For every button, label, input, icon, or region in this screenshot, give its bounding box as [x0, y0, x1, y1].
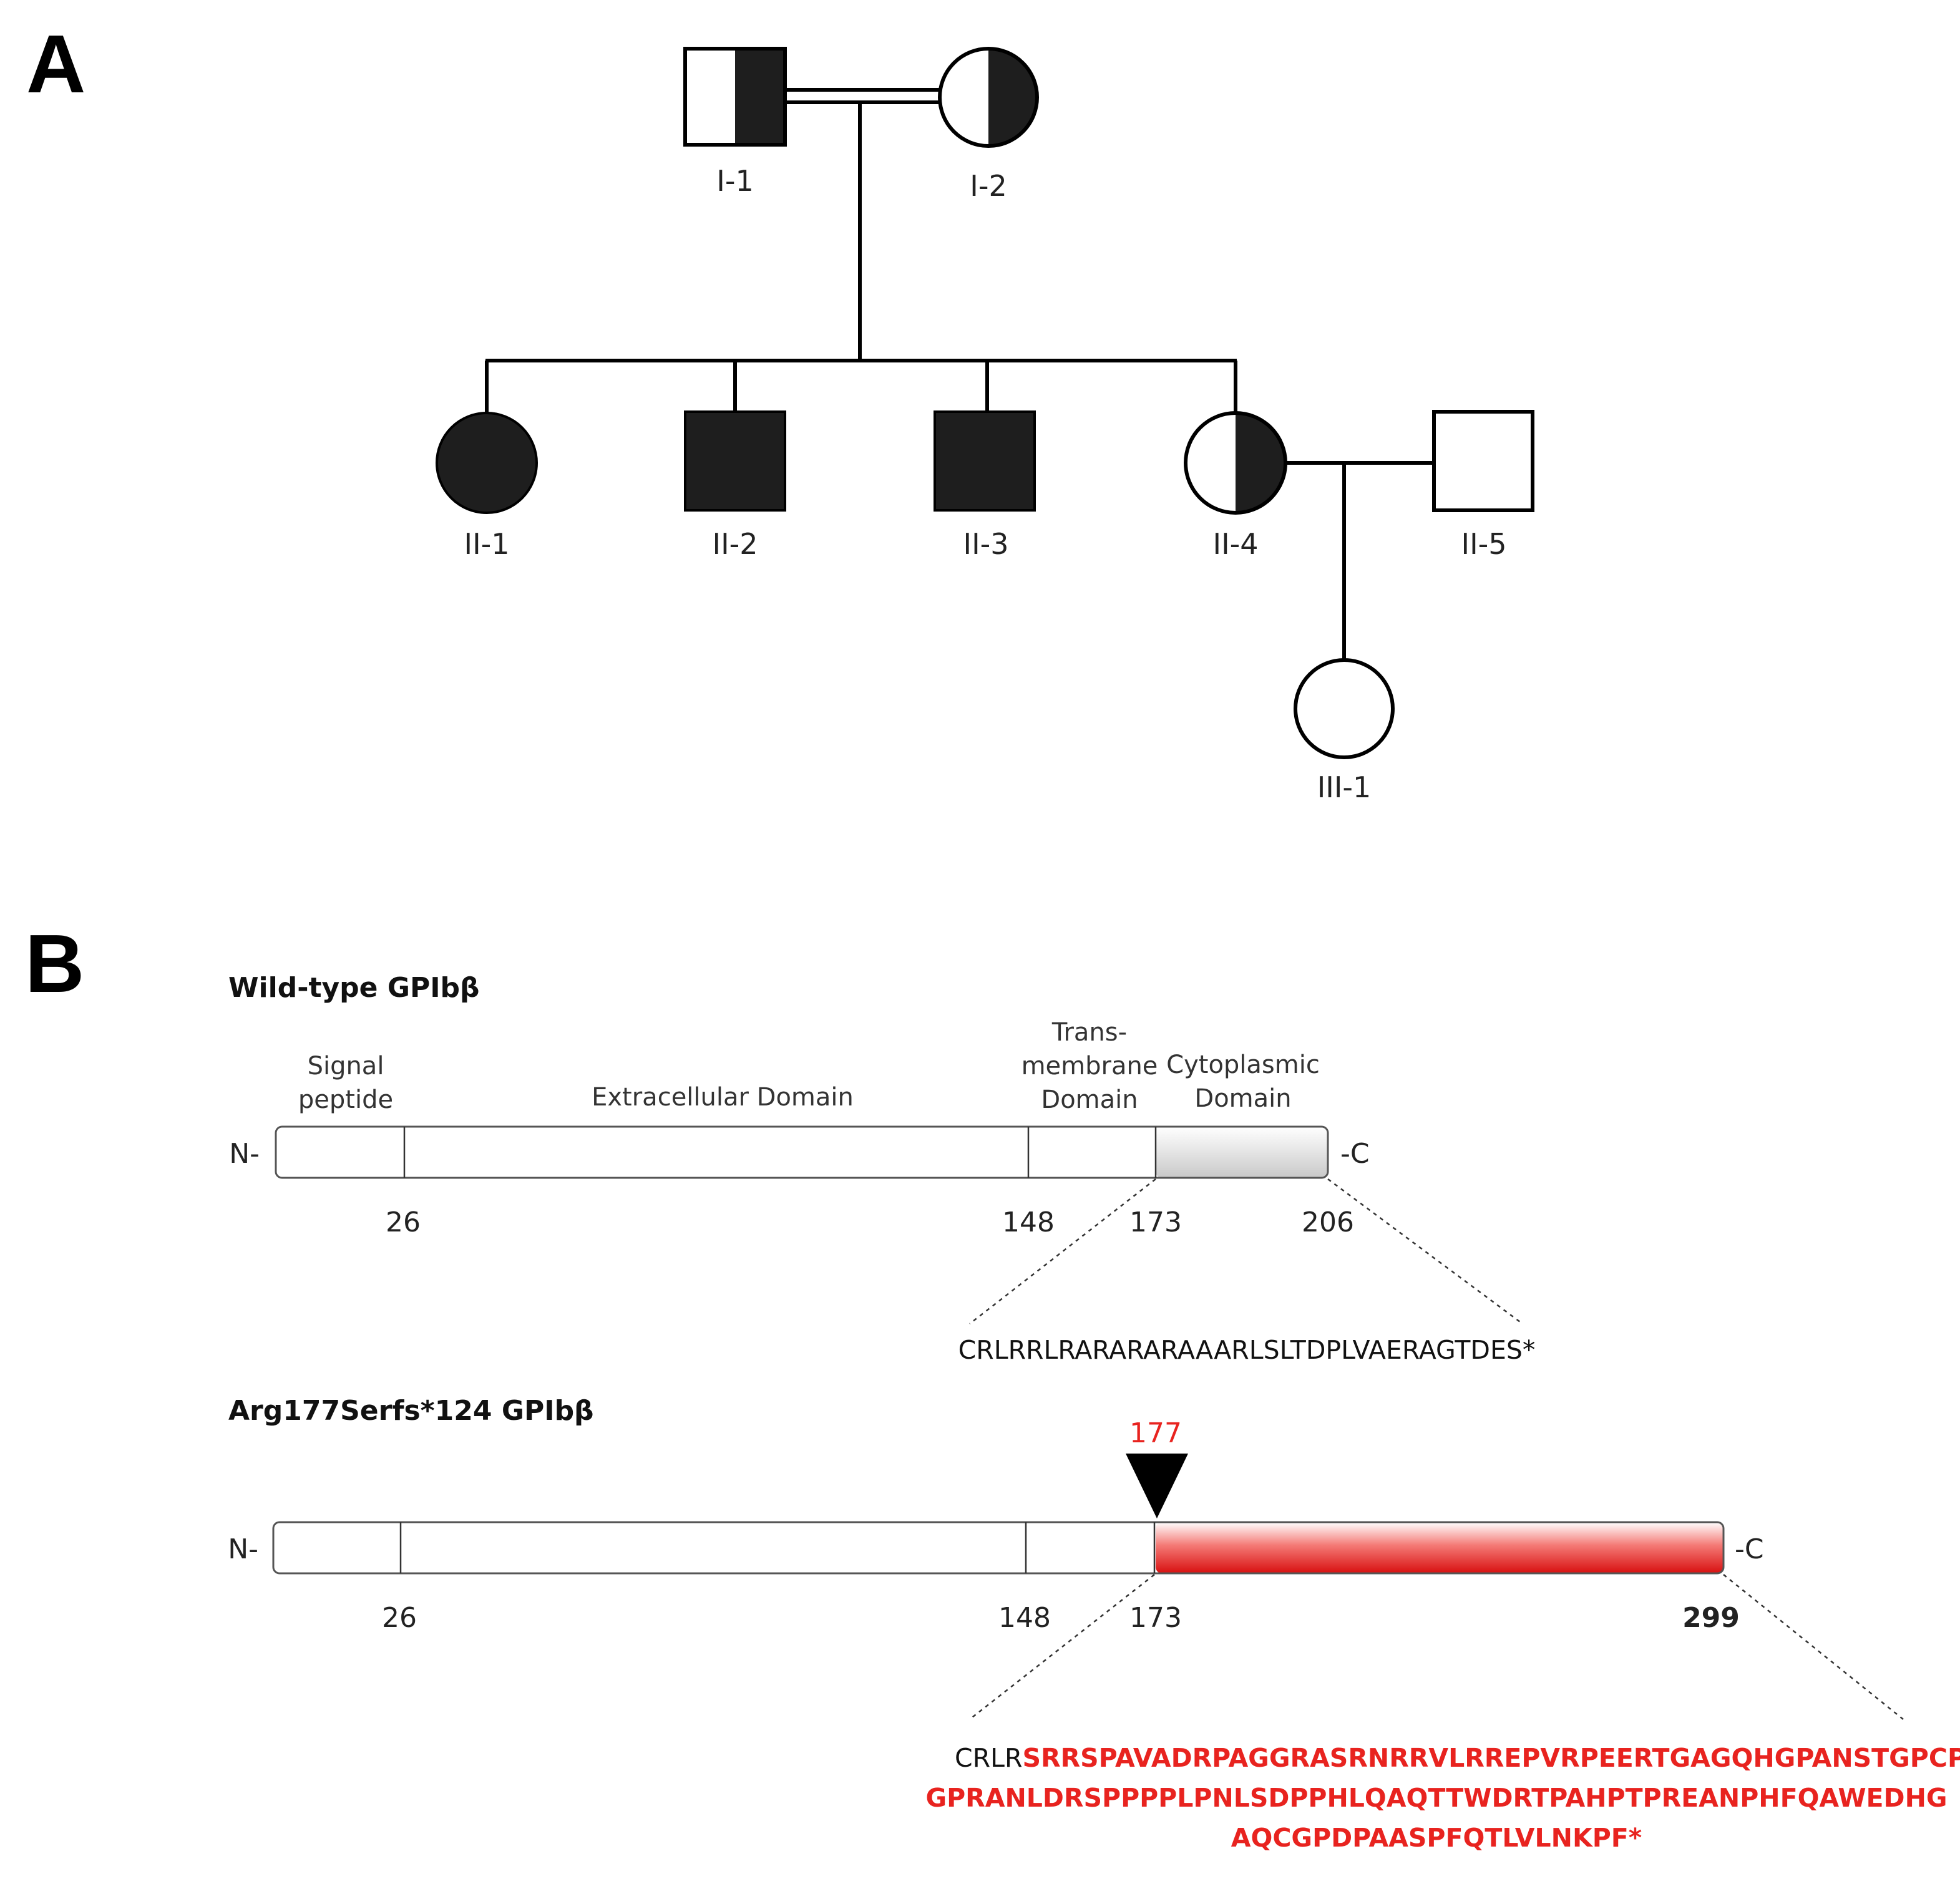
wt-position-26: 26 [386, 1207, 421, 1238]
individual-i-1 [683, 47, 787, 147]
mut-position-173: 173 [1129, 1602, 1182, 1634]
wt-position-173: 173 [1129, 1207, 1182, 1238]
individual-ii-3 [934, 410, 1036, 512]
domain-cyto-line1: Cytoplasmic [1166, 1051, 1320, 1079]
mut-n-terminus: N- [228, 1533, 258, 1565]
domain-tm-line2: membrane [1021, 1052, 1158, 1080]
panel-b-label: B [25, 918, 84, 1009]
panel-a-label: A [26, 18, 85, 110]
mutant-diagram: Arg177Serfs*124 GPIbβ 177 N- -C 26 148 1… [228, 1395, 1960, 1853]
mut-protein-bar [272, 1521, 1725, 1575]
domain-extracellular: Extracellular Domain [592, 1083, 854, 1112]
i-2-shaded-half [988, 49, 1037, 146]
mut-sequence-prefix: CRLR [955, 1743, 1022, 1773]
individual-iii-1 [1294, 658, 1395, 759]
wildtype-title: Wild-type GPIbβ [228, 972, 480, 1004]
label-ii-4: II-4 [1213, 527, 1259, 561]
ii-4-shaded-half [1236, 413, 1285, 513]
mut-c-terminus: -C [1735, 1533, 1764, 1565]
pedigree: I-1 I-2 II-1 II-2 II-3 II-4 II-5 III-1 [436, 47, 1534, 804]
domain-tm-line3: Domain [1041, 1085, 1138, 1114]
label-ii-3: II-3 [963, 527, 1009, 561]
label-ii-2: II-2 [713, 527, 758, 561]
mutant-title: Arg177Serfs*124 GPIbβ [228, 1395, 594, 1427]
label-i-2: I-2 [970, 169, 1007, 203]
label-iii-1: III-1 [1317, 770, 1372, 804]
wildtype-diagram: Wild-type GPIbβ Signal peptide Extracell… [228, 972, 1535, 1365]
domain-signal-line1: Signal [308, 1052, 384, 1080]
wt-cytoplasmic-sequence: CRLRRLRARARARAAARLSLTDPLVAERAGTDES* [958, 1335, 1536, 1365]
wt-cytoplasmic-segment [1156, 1127, 1328, 1178]
mut-frameshift-segment [1156, 1522, 1724, 1573]
wt-c-terminus: -C [1340, 1138, 1370, 1170]
domain-tm-line1: Trans- [1051, 1018, 1127, 1047]
wt-n-terminus: N- [229, 1138, 260, 1170]
label-ii-5: II-5 [1461, 527, 1507, 561]
mut-zoom-line-left [969, 1574, 1155, 1720]
wt-zoom-line-left [969, 1178, 1156, 1324]
mut-position-26: 26 [382, 1602, 417, 1634]
domain-cyto-line2: Domain [1194, 1084, 1291, 1113]
mut-sequence-line1: CRLRSRRSPAVADRPAGGRASRNRRVLRREPVRPEERTGA… [955, 1743, 1960, 1773]
mut-sequence-line3: AQCGPDPAASPFQTLVLNKPF* [1231, 1823, 1642, 1853]
wt-position-206: 206 [1302, 1207, 1354, 1238]
label-ii-1: II-1 [464, 527, 510, 561]
wt-zoom-line-right [1327, 1178, 1523, 1325]
mut-sequence-frameshift-1: SRRSPAVADRPAGGRASRNRRVLRREPVRPEERTGAGQHG… [1022, 1743, 1960, 1773]
wt-position-148: 148 [1002, 1207, 1055, 1238]
wt-protein-bar [275, 1125, 1329, 1179]
label-i-1: I-1 [716, 164, 753, 198]
mut-sequence-line2: GPRANLDRSPPPPLPNLSDPPHLQAQTTWDRTPAHPTPRE… [925, 1783, 1947, 1813]
individual-ii-5 [1432, 410, 1534, 512]
individual-i-2 [938, 47, 1039, 148]
mutation-position-label: 177 [1129, 1417, 1182, 1449]
domain-signal-line2: peptide [298, 1085, 393, 1114]
mutation-arrow-icon [1126, 1454, 1188, 1518]
individual-ii-1 [436, 412, 538, 514]
mut-position-148: 148 [998, 1602, 1051, 1634]
i-1-shaded-half [735, 49, 785, 145]
individual-ii-4 [1184, 411, 1287, 515]
mut-zoom-line-right [1723, 1574, 1904, 1720]
individual-ii-2 [684, 410, 786, 512]
mut-position-299: 299 [1682, 1602, 1740, 1634]
